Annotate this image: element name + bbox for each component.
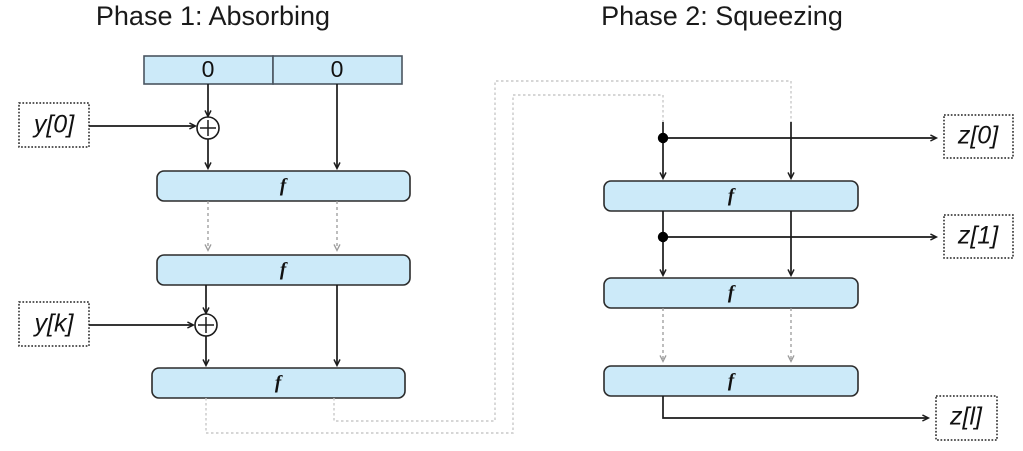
z0-tap-dot <box>657 132 669 144</box>
state-register: 0 0 <box>143 55 403 85</box>
xor-gate-2 <box>194 313 218 337</box>
phase2-title: Phase 2: Squeezing <box>601 1 843 31</box>
phase2-round-2-box[interactable] <box>603 277 859 309</box>
output-zl[interactable]: z[l] <box>935 395 998 441</box>
output-zl-box[interactable] <box>935 395 998 441</box>
input-y0[interactable]: y[0] <box>18 102 90 148</box>
input-y0-label: y[0] <box>32 111 75 139</box>
input-yk-box[interactable] <box>18 301 90 347</box>
phase2-round-2[interactable]: f <box>603 277 859 309</box>
input-yk[interactable]: y[k] <box>18 301 90 347</box>
phase2-round-3-label: f <box>728 370 736 391</box>
state-cell-right-value: 0 <box>331 56 344 82</box>
phase1-round-3-box[interactable] <box>151 367 406 399</box>
state-cell-left-value: 0 <box>202 56 215 82</box>
state-cell-left <box>143 55 274 85</box>
output-z1-label: z[1] <box>957 222 999 250</box>
output-z0-label: z[0] <box>957 122 999 150</box>
feedback-path-capacity <box>333 80 792 422</box>
phase2-round-3[interactable]: f <box>603 365 859 397</box>
phase2-round-1-label: f <box>728 185 736 206</box>
input-y0-box[interactable] <box>18 102 90 148</box>
phase1-round-3-label: f <box>275 372 283 393</box>
phase2-round-1-box[interactable] <box>603 180 859 212</box>
phase1-round-1-box[interactable] <box>156 170 411 202</box>
phase1-round-1[interactable]: f <box>156 170 411 202</box>
phase1-title: Phase 1: Absorbing <box>96 1 330 31</box>
output-z0-box[interactable] <box>943 114 1014 159</box>
phase1-round-1-label: f <box>280 175 288 196</box>
xor-gate-1 <box>196 116 220 140</box>
zl-tap-line <box>662 396 928 418</box>
z1-tap-dot <box>657 231 669 243</box>
output-z0[interactable]: z[0] <box>943 114 1014 159</box>
output-z1[interactable]: z[1] <box>943 214 1014 259</box>
input-yk-label: y[k] <box>33 310 75 338</box>
feedback-path-rate <box>205 94 664 434</box>
output-z1-box[interactable] <box>943 214 1014 259</box>
phase1-round-2-box[interactable] <box>156 254 411 286</box>
phase2-round-3-box[interactable] <box>603 365 859 397</box>
phase2-round-2-label: f <box>728 282 736 303</box>
phase2-round-1[interactable]: f <box>603 180 859 212</box>
phase1-round-2-label: f <box>280 259 288 280</box>
phase1-round-2[interactable]: f <box>156 254 411 286</box>
phase1-round-3[interactable]: f <box>151 367 406 399</box>
output-zl-label: z[l] <box>949 403 983 431</box>
